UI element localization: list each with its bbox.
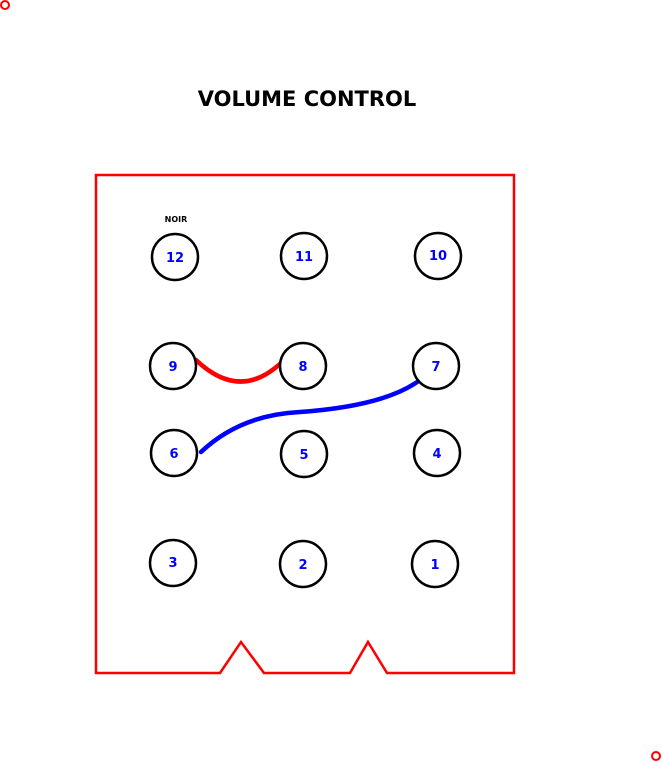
pin-number: 11: [295, 250, 313, 265]
pin-number: 5: [299, 448, 308, 463]
pin-ring: [150, 232, 200, 282]
corner-mark-bottom-right: [651, 751, 661, 761]
pin-number: 6: [169, 447, 178, 462]
pin-number: 9: [168, 360, 177, 375]
pin-12: 12: [150, 232, 200, 282]
pin-5: 5: [279, 429, 329, 479]
pin-number: 8: [298, 360, 307, 375]
pin-number: 7: [431, 360, 440, 375]
pin-6: 6: [149, 428, 199, 478]
pin-ring: [278, 341, 328, 391]
pin-ring: [149, 428, 199, 478]
pin-ring: [413, 231, 463, 281]
diagram-title: VOLUME CONTROL: [198, 87, 417, 111]
pin-ring: [412, 428, 462, 478]
pin-ring: [278, 539, 328, 589]
wire-blue-6-7: [198, 377, 423, 455]
pin-number: 1: [430, 558, 439, 573]
pin-number: 12: [166, 251, 184, 266]
pin-number: 2: [298, 558, 307, 573]
wire-red-9-8: [193, 357, 285, 384]
pin-ring: [279, 231, 329, 281]
pin-2: 2: [278, 539, 328, 589]
pin-ring: [279, 429, 329, 479]
pin-number: 4: [432, 447, 441, 462]
pin-number: 10: [429, 249, 447, 264]
pin-ring: [411, 341, 461, 391]
housing-outline: [94, 173, 516, 675]
wire-label-noir: NOIR: [165, 215, 188, 224]
pin-7: 7: [411, 341, 461, 391]
pin-ring: [148, 341, 198, 391]
pin-4: 4: [412, 428, 462, 478]
pin-ring: [148, 538, 198, 588]
pin-3: 3: [148, 538, 198, 588]
pin-8: 8: [278, 341, 328, 391]
pin-ring: [410, 539, 460, 589]
pin-10: 10: [413, 231, 463, 281]
pin-number: 3: [168, 556, 177, 571]
corner-mark-top-left: [0, 0, 10, 10]
pin-9: 9: [148, 341, 198, 391]
pin-1: 1: [410, 539, 460, 589]
pin-11: 11: [279, 231, 329, 281]
